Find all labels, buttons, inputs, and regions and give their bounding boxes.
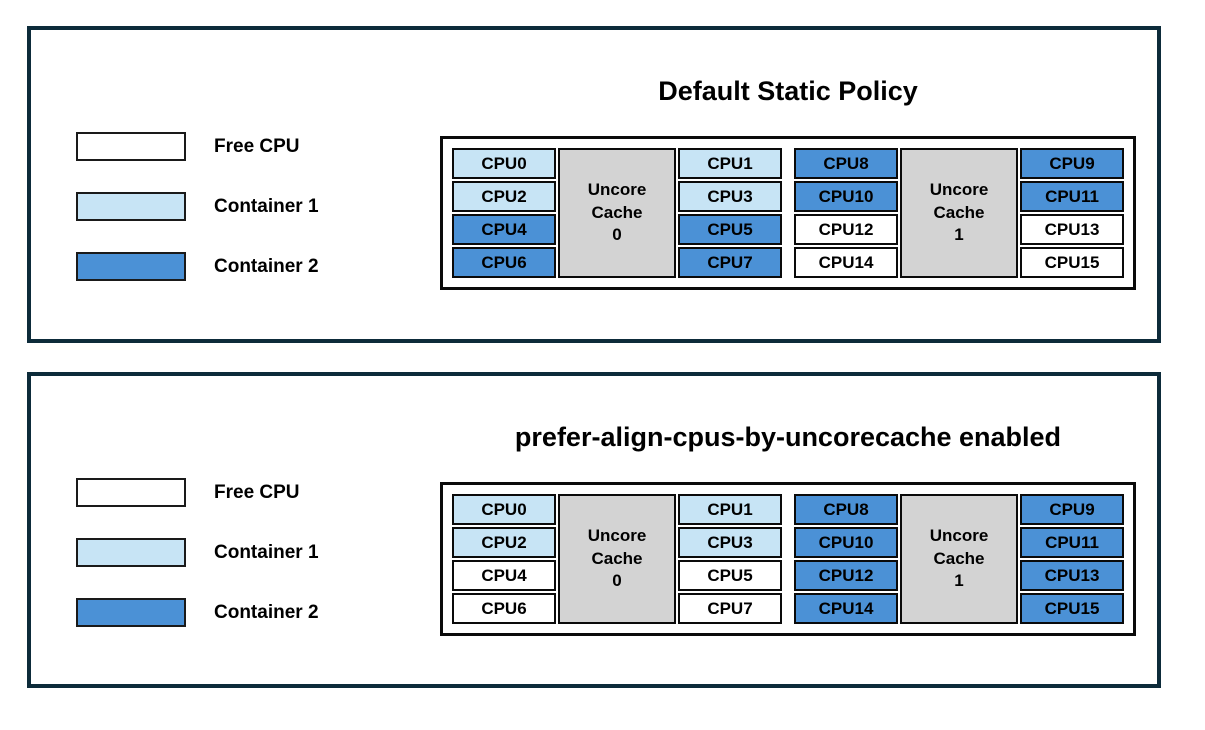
cpu-cell-cpu7: CPU7 (678, 247, 782, 278)
cpu-cell-cpu10: CPU10 (794, 181, 898, 212)
cache-label-line: Cache (591, 548, 643, 568)
panel-prefer-align-cpus-by-uncorecache: prefer-align-cpus-by-uncorecache enabled… (27, 372, 1161, 688)
cpu-cell-cpu13: CPU13 (1020, 214, 1124, 245)
cache-label-line: Cache (933, 202, 985, 222)
cpu-cell-cpu9: CPU9 (1020, 494, 1124, 525)
cpu-cell-cpu0: CPU0 (452, 494, 556, 525)
legend-label: Container 1 (214, 195, 319, 217)
legend-item-container-2: Container 2 (76, 598, 319, 627)
cpu-cell-cpu13: CPU13 (1020, 560, 1124, 591)
legend: Free CPU Container 1 Container 2 (76, 132, 319, 312)
legend-swatch-free-cpu (76, 478, 186, 507)
cpu-cell-cpu3: CPU3 (678, 527, 782, 558)
legend-item-container-1: Container 1 (76, 538, 319, 567)
cache-label-line: 1 (954, 571, 964, 591)
cpu-cell-cpu5: CPU5 (678, 214, 782, 245)
cpu-cell-cpu1: CPU1 (678, 148, 782, 179)
cpu-cell-cpu12: CPU12 (794, 214, 898, 245)
cpu-cell-cpu8: CPU8 (794, 148, 898, 179)
legend-item-free-cpu: Free CPU (76, 132, 319, 161)
legend-item-container-2: Container 2 (76, 252, 319, 281)
cpu-cell-cpu3: CPU3 (678, 181, 782, 212)
legend-label: Free CPU (214, 481, 300, 503)
cpu-cell-cpu11: CPU11 (1020, 527, 1124, 558)
cache-label-line: 0 (612, 571, 622, 591)
panel-default-static-policy: Default Static Policy Free CPU Container… (27, 26, 1161, 343)
cpu-cell-cpu1: CPU1 (678, 494, 782, 525)
cpu-cell-cpu4: CPU4 (452, 214, 556, 245)
cache-label-line: Cache (933, 548, 985, 568)
cpu-cell-cpu15: CPU15 (1020, 247, 1124, 278)
cpu-cell-cpu9: CPU9 (1020, 148, 1124, 179)
cpu-cell-cpu15: CPU15 (1020, 593, 1124, 624)
legend-item-container-1: Container 1 (76, 192, 319, 221)
legend-swatch-container-1 (76, 192, 186, 221)
cpu-cell-cpu2: CPU2 (452, 181, 556, 212)
cpu-cell-cpu12: CPU12 (794, 560, 898, 591)
panel-title: prefer-align-cpus-by-uncorecache enabled (514, 422, 1062, 452)
legend-label: Free CPU (214, 135, 300, 157)
cpu-cell-cpu6: CPU6 (452, 593, 556, 624)
panel-title: Default Static Policy (658, 76, 918, 106)
legend: Free CPU Container 1 Container 2 (76, 478, 319, 658)
cpu-cell-cpu14: CPU14 (794, 247, 898, 278)
legend-swatch-container-2 (76, 252, 186, 281)
cache-label-line: Cache (591, 202, 643, 222)
legend-swatch-container-1 (76, 538, 186, 567)
cpu-cell-cpu5: CPU5 (678, 560, 782, 591)
cpu-cell-cpu0: CPU0 (452, 148, 556, 179)
cpu-cell-cpu11: CPU11 (1020, 181, 1124, 212)
legend-label: Container 2 (214, 255, 319, 277)
cpu-cell-cpu14: CPU14 (794, 593, 898, 624)
legend-swatch-free-cpu (76, 132, 186, 161)
cpu-cell-cpu7: CPU7 (678, 593, 782, 624)
cpu-cell-cpu10: CPU10 (794, 527, 898, 558)
legend-swatch-container-2 (76, 598, 186, 627)
cache-label-line: Uncore (587, 179, 647, 199)
cache-label-line: 0 (612, 225, 622, 245)
legend-item-free-cpu: Free CPU (76, 478, 319, 507)
cache-label-line: 1 (954, 225, 964, 245)
cache-label-line: Uncore (929, 525, 989, 545)
cpu-cell-cpu6: CPU6 (452, 247, 556, 278)
cache-label-line: Uncore (929, 179, 989, 199)
cpu-cell-cpu4: CPU4 (452, 560, 556, 591)
cpu-cell-cpu8: CPU8 (794, 494, 898, 525)
legend-label: Container 2 (214, 601, 319, 623)
legend-label: Container 1 (214, 541, 319, 563)
cache-label-line: Uncore (587, 525, 647, 545)
cpu-cell-cpu2: CPU2 (452, 527, 556, 558)
